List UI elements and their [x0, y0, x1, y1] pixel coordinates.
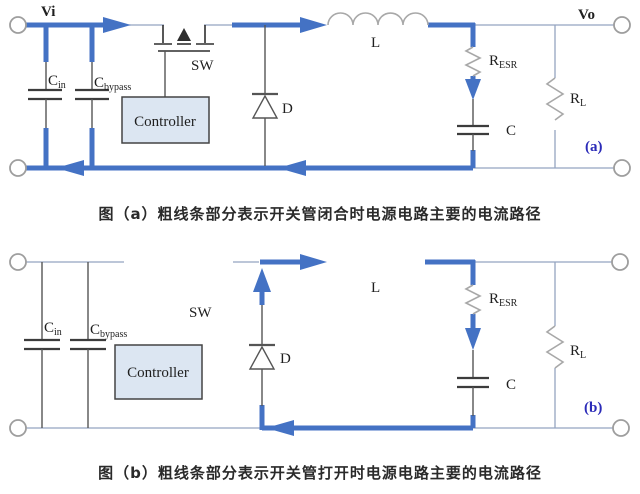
output-cap-label: C — [506, 377, 516, 393]
output-negative-terminal — [612, 419, 630, 437]
cbypass-label: Cbypass — [94, 75, 131, 93]
output-capacitor — [457, 124, 489, 151]
resistor-zigzag — [464, 284, 482, 315]
cbypass-label: Cbypass — [90, 322, 127, 340]
current-arrow-left-icon — [278, 160, 306, 176]
caption-b: 图（b）粗线条部分表示开关管打开时电源电路主要的电流路径 — [98, 464, 542, 482]
sw-label: SW — [191, 58, 214, 74]
current-arrow-left-icon — [56, 160, 84, 176]
controller-label: Controller — [127, 365, 189, 381]
inductor-label: L — [371, 35, 380, 51]
circuit-a-main-current-path — [26, 17, 481, 176]
load-resistor-zigzag — [545, 77, 565, 121]
diode — [251, 25, 279, 166]
vo-label: Vo — [578, 7, 595, 23]
controller-rect — [114, 344, 203, 400]
diode-label: D — [280, 351, 291, 367]
figure-a-tag: (a) — [585, 139, 603, 155]
inductor-coil — [327, 12, 429, 26]
circuit-b-thin-wires — [26, 261, 614, 429]
input-negative-terminal — [9, 159, 27, 177]
cbypass-capacitor — [70, 262, 106, 428]
output-capacitor — [457, 376, 489, 416]
cin-capacitor — [28, 62, 62, 128]
current-arrow-down-icon — [465, 79, 481, 100]
cin-label: Cin — [48, 73, 66, 91]
output-negative-terminal — [613, 159, 631, 177]
resr-resistor — [464, 46, 482, 126]
current-arrow-left-icon — [266, 420, 294, 436]
current-arrow-right-icon — [300, 17, 327, 33]
inductor-label: L — [371, 280, 380, 296]
cin-label: Cin — [44, 320, 62, 338]
diode-label: D — [282, 101, 293, 117]
current-arrow-right-icon — [300, 254, 327, 270]
figure-b-tag: (b) — [584, 400, 602, 416]
controller-rect — [121, 96, 210, 144]
vi-label: Vi — [41, 4, 55, 20]
diode — [248, 305, 276, 406]
output-positive-terminal — [611, 253, 629, 271]
rl-label: RL — [570, 343, 586, 361]
diode-triangle-icon — [248, 345, 276, 370]
resr-label: RESR — [489, 291, 518, 309]
current-arrow-down-icon — [465, 328, 481, 350]
current-arrow-up-icon — [253, 268, 271, 292]
output-cap-label: C — [506, 123, 516, 139]
circuit-b: Controller Cin Cbypass SW — [9, 253, 630, 437]
current-arrow-right-icon — [103, 17, 131, 33]
circuit-a: Controller Vi Vo C — [9, 4, 631, 177]
circuit-b-main-current-path — [253, 254, 481, 436]
circuit-a-thin-wires — [128, 24, 615, 169]
mosfet-switch — [154, 25, 214, 97]
caption-a: 图（a）粗线条部分表示开关管闭合时电源电路主要的电流路径 — [98, 205, 542, 223]
input-negative-terminal — [9, 419, 27, 437]
diode-triangle-icon — [251, 94, 279, 119]
resr-label: RESR — [489, 53, 518, 71]
resr-resistor — [464, 284, 482, 378]
controller-box: Controller — [114, 344, 203, 400]
input-positive-terminal — [9, 253, 27, 271]
mosfet-body-arrow-icon — [177, 28, 191, 41]
controller-label: Controller — [134, 114, 196, 130]
cbypass-capacitor — [75, 62, 109, 128]
resistor-zigzag — [464, 46, 482, 77]
cin-capacitor — [24, 262, 60, 428]
load-resistor-zigzag — [545, 325, 565, 369]
rl-label: RL — [570, 91, 586, 109]
sw-label: SW — [189, 305, 212, 321]
output-positive-terminal — [613, 16, 631, 34]
controller-box: Controller — [121, 96, 210, 144]
input-positive-terminal — [9, 16, 27, 34]
